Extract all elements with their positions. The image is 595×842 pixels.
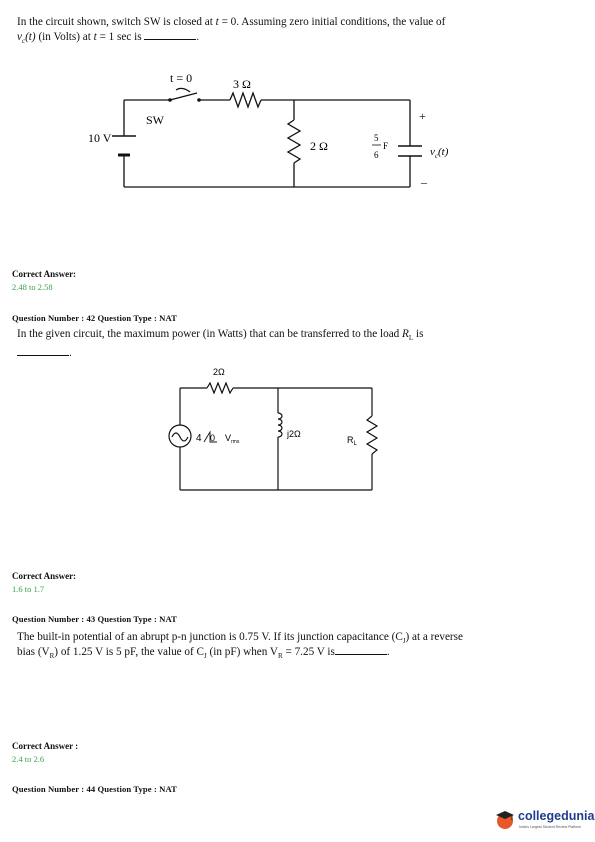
source-label: 10 V xyxy=(88,131,112,145)
switch-name-label: SW xyxy=(146,113,165,127)
q43-text-line1: The built-in potential of an abrupt p-n … xyxy=(17,631,463,646)
cap-unit: F xyxy=(383,141,388,151)
q42-header: Question Number : 42 Question Type : NAT xyxy=(12,313,177,323)
vc-label: vc(t) xyxy=(430,146,449,160)
q42-answer-blank-line: . xyxy=(17,346,72,360)
cap-numerator: 5 xyxy=(374,133,379,143)
q41-text-line1: In the circuit shown, switch SW is close… xyxy=(17,16,446,28)
answer-blank xyxy=(17,346,69,356)
q43-header: Question Number : 43 Question Type : NAT xyxy=(12,614,177,624)
plus-sign: + xyxy=(419,109,426,123)
q44-header: Question Number : 44 Question Type : NAT xyxy=(12,784,177,794)
r-top-label: 2Ω xyxy=(213,367,225,377)
q41-correct-answer-label: Correct Answer: xyxy=(12,269,77,279)
logo-name: collegedunia xyxy=(518,809,595,823)
q42-text: In the given circuit, the maximum power … xyxy=(17,328,424,343)
angle-symbol-icon xyxy=(203,430,217,443)
q41-text-line2: vc(t) (in Volts) at t = 1 sec is . xyxy=(17,30,200,46)
cap-denominator: 6 xyxy=(374,150,379,160)
source-angle-label: 0 xyxy=(210,433,215,443)
q42-correct-answer-label: Correct Answer: xyxy=(12,571,77,581)
collegedunia-logo: collegedunia India's Largest Student Rev… xyxy=(494,806,594,834)
graduation-cap-icon xyxy=(496,811,514,829)
r-shunt-label: 2 Ω xyxy=(310,139,328,153)
q41-answer-value: 2.48 to 2.58 xyxy=(12,282,53,292)
ac-source-wave-icon xyxy=(171,432,189,442)
source-unit-label: Vrms xyxy=(225,433,240,445)
r-series-label: 3 Ω xyxy=(233,77,251,91)
q43-correct-answer-label: Correct Answer : xyxy=(12,741,79,751)
inductor-label: j2Ω xyxy=(286,429,301,439)
logo-tagline: India's Largest Student Review Platform xyxy=(519,825,582,829)
q42-answer-value: 1.6 to 1.7 xyxy=(12,584,45,594)
answer-blank xyxy=(144,30,197,40)
load-label: RL xyxy=(347,435,358,447)
source-mag-label: 4 xyxy=(196,433,202,444)
minus-sign: – xyxy=(420,175,428,189)
q43-text-line2: bias (VR) of 1.25 V is 5 pF, the value o… xyxy=(17,645,390,661)
q43-answer-value: 2.4 to 2.6 xyxy=(12,754,45,764)
answer-blank xyxy=(334,645,387,655)
switch-time-label: t = 0 xyxy=(170,71,192,85)
